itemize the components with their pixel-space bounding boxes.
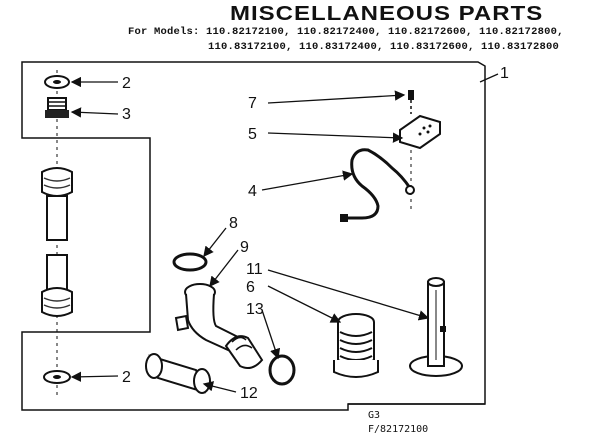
leader-6 xyxy=(267,285,342,323)
leader-lines xyxy=(70,73,499,393)
elbow-hose xyxy=(174,283,264,369)
callout-6: 6 xyxy=(246,279,255,296)
callouts: 1 2 3 7 5 4 8 9 11 6 13 12 2 xyxy=(122,65,509,402)
callout-9: 9 xyxy=(240,239,249,256)
leader-4 xyxy=(261,170,354,191)
callout-2-bottom: 2 xyxy=(122,369,131,386)
callout-11: 11 xyxy=(246,261,263,278)
leader-13 xyxy=(261,309,281,360)
washer-top xyxy=(44,75,70,89)
wire-harness xyxy=(340,148,415,222)
callout-3: 3 xyxy=(122,106,131,123)
footer-ref: F/82172100 xyxy=(368,424,429,435)
models-line-1: For Models: 110.82172100, 110.82172400, … xyxy=(128,26,564,38)
leader-12 xyxy=(202,381,237,393)
callout-5: 5 xyxy=(248,126,257,143)
screw-part xyxy=(408,90,414,114)
nut-part xyxy=(45,97,69,118)
footer-code: G3 xyxy=(368,410,381,421)
callout-4: 4 xyxy=(248,183,257,200)
leader-7 xyxy=(267,90,406,104)
hose-lower xyxy=(41,254,73,317)
leader-11 xyxy=(267,269,430,321)
callout-1: 1 xyxy=(500,65,509,82)
callout-12: 12 xyxy=(240,385,258,402)
callout-7: 7 xyxy=(248,95,257,112)
leader-1 xyxy=(479,73,499,83)
leader-8 xyxy=(203,227,227,258)
callout-13: 13 xyxy=(246,301,264,318)
clamp-ring xyxy=(172,252,208,272)
standpipe-part xyxy=(409,277,463,377)
fitting-part xyxy=(333,313,379,378)
frame-outline xyxy=(21,61,486,411)
bracket-part xyxy=(399,114,441,210)
diagram-title: MISCELLANEOUS PARTS xyxy=(230,2,544,25)
leader-9 xyxy=(209,249,239,288)
models-line-2: 110.83172100, 110.83172400, 110.83172600… xyxy=(208,41,560,53)
callout-2-top: 2 xyxy=(122,75,131,92)
leader-2-bottom xyxy=(70,371,119,383)
leader-3 xyxy=(70,107,119,118)
straight-hose xyxy=(145,353,211,394)
callout-8: 8 xyxy=(229,215,238,232)
leader-5 xyxy=(267,132,404,143)
washer-bottom xyxy=(43,370,71,384)
o-ring xyxy=(268,354,296,386)
hose-upper xyxy=(41,167,73,241)
